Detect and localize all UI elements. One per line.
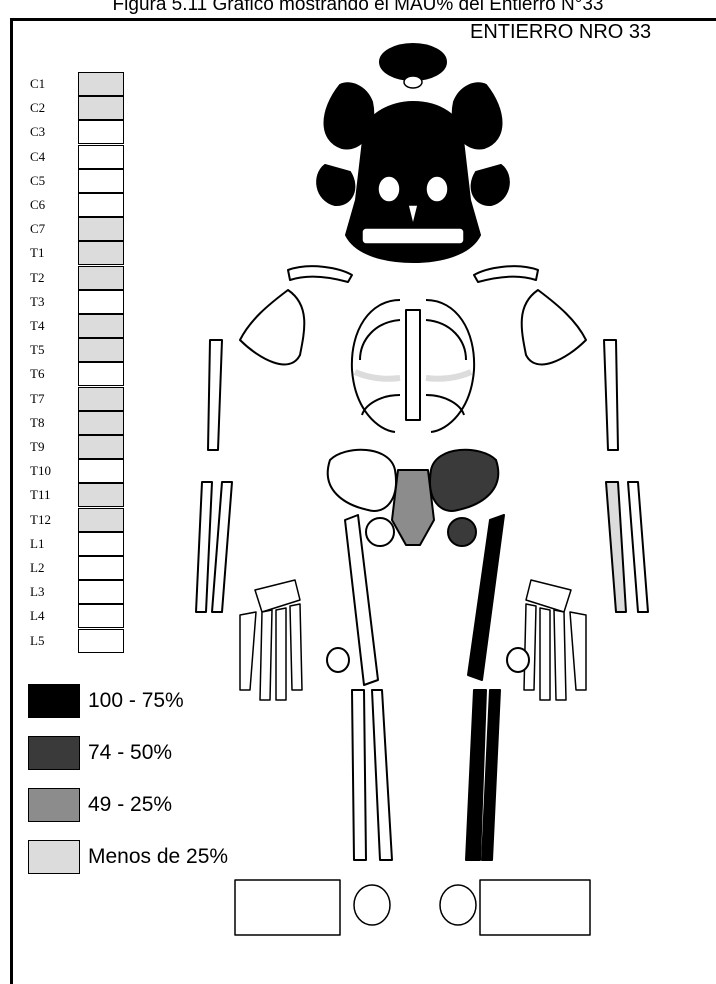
sternum [406,310,420,420]
right-hand [524,580,586,700]
right-arm [604,340,648,612]
left-arm [196,340,232,612]
left-leg [327,515,392,860]
left-hand [240,580,302,700]
right-leg [466,515,529,860]
feet [235,880,590,935]
